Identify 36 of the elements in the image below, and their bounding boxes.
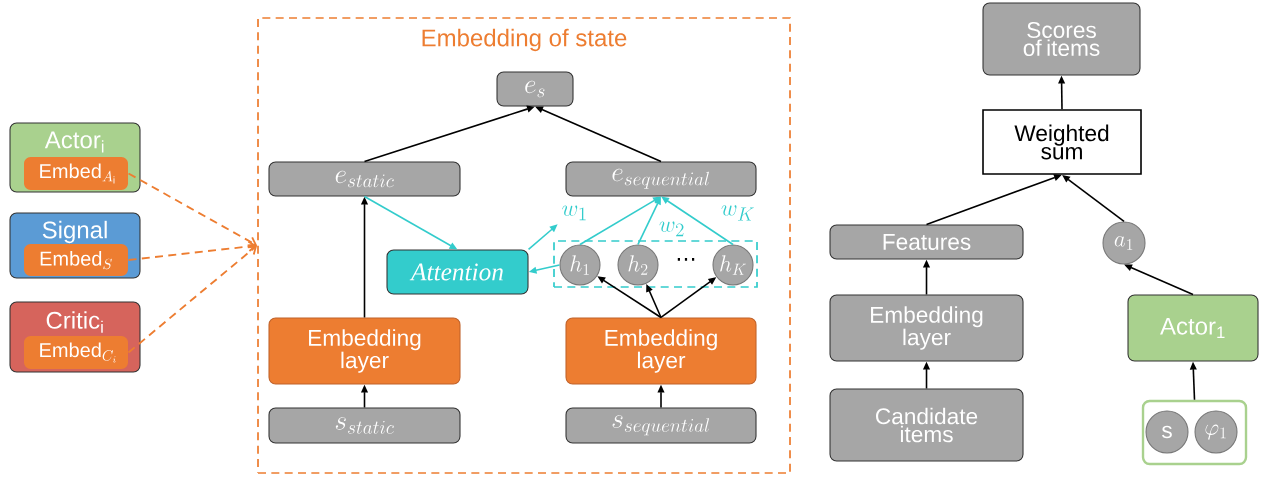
heading: Embedding of state: [422, 28, 627, 52]
circle-node: $h_{1}$: [559, 244, 601, 286]
process-box: Weighted sum: [982, 109, 1142, 175]
circle-node: $h_{2}$: [617, 244, 659, 286]
embed-tag: $\mathrm{Embed}_{C_i}$: [24, 336, 128, 369]
process-box: Scores of items: [982, 2, 1141, 76]
attention-box: Attention: [386, 249, 529, 295]
heading: Critic$_{i}$: [46, 311, 103, 333]
heading: Actor$_{i}$: [44, 131, 104, 153]
process-box: Embedding layer: [829, 294, 1024, 362]
embed-tag: $\mathrm{Embed}_{S}$: [24, 244, 128, 276]
process-box: $e_{sequential}$: [565, 161, 757, 197]
circle-node: $h_{K}$: [712, 244, 754, 286]
dashed-arrow: [127, 240, 258, 261]
process-box: Embedding layer: [565, 317, 757, 385]
dashed-group-box: [553, 240, 758, 288]
process-box: $s_{sequential}$: [565, 407, 757, 444]
process-box: $s_{static}$: [268, 407, 461, 444]
process-box: Features: [829, 224, 1024, 260]
weight-label: $w_{1}$: [562, 205, 586, 221]
embed-tag: $\mathrm{Embed}_{A_\mathrm{i}}$: [24, 157, 128, 190]
arrow: [661, 196, 734, 246]
process-box: Actor$_{1}$: [1127, 294, 1259, 362]
process-box: Embedding layer: [268, 317, 461, 385]
process-box: $e_{static}$: [268, 161, 461, 197]
circle-node: s: [1145, 410, 1189, 454]
ellipsis: ⋯: [677, 258, 695, 261]
dashed-arrow: [127, 172, 258, 247]
dashed-arrow: [127, 245, 258, 354]
edge-label: $w_{2}$: [658, 221, 686, 237]
circle-node: $a_{1}$: [1102, 221, 1146, 265]
process-box: $e_{s}$: [496, 71, 574, 107]
edge-label: $w_{K}$: [720, 204, 756, 222]
circle-node: $\varphi_{1}$: [1194, 410, 1238, 454]
heading: Signal: [42, 220, 107, 244]
process-box: Candidate items: [829, 388, 1024, 462]
